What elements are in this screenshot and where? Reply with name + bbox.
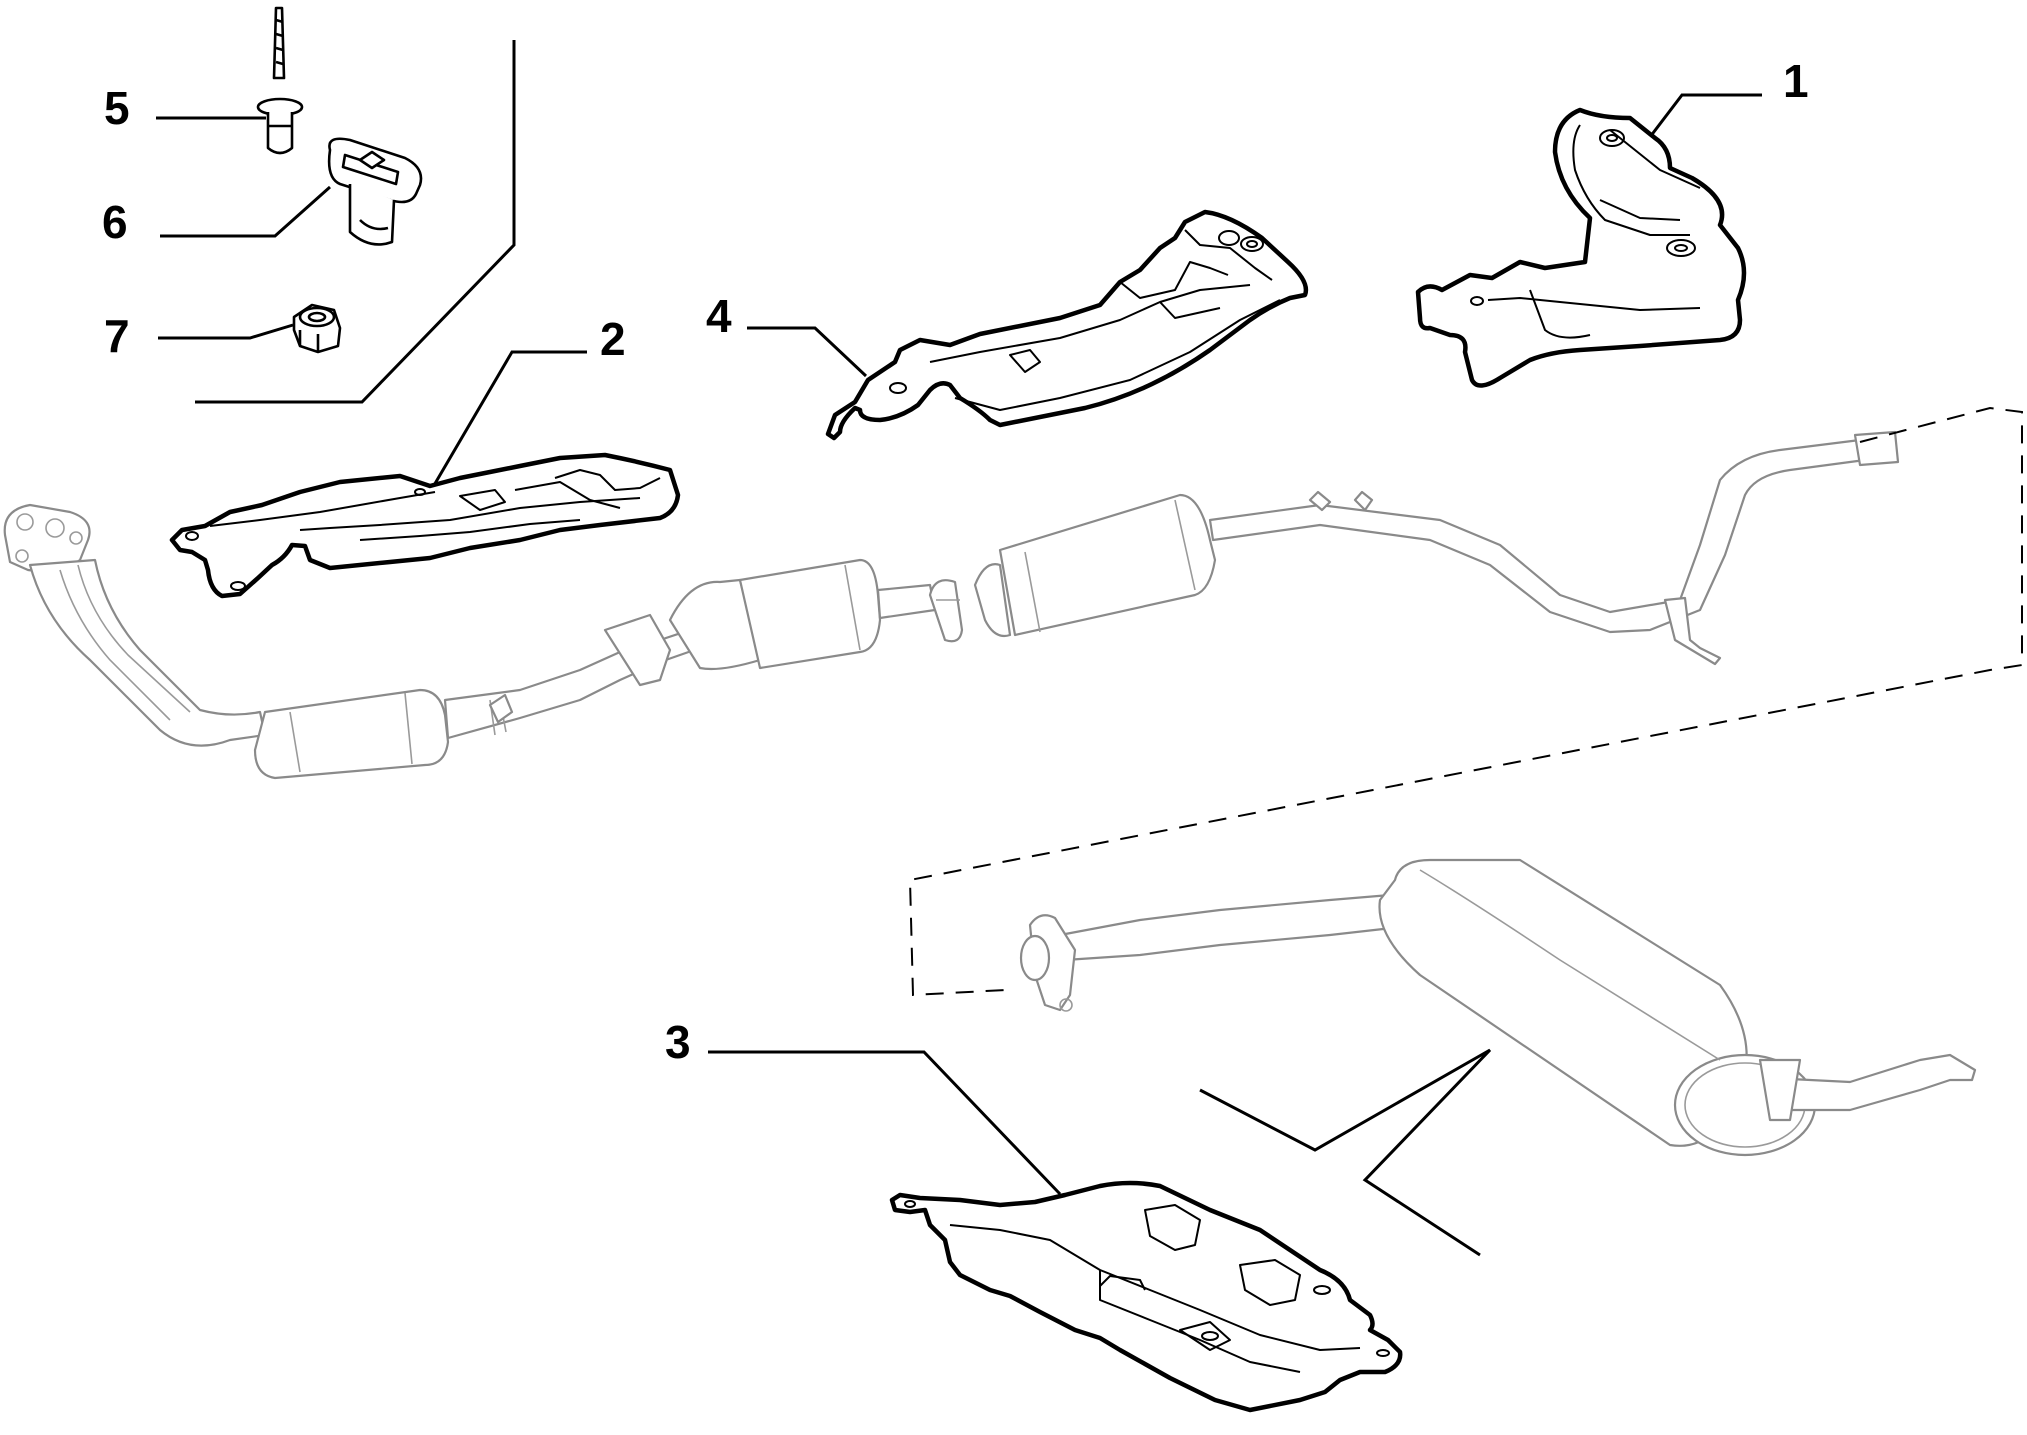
heat-shield-1-manifold	[1415, 107, 1747, 388]
heat-shield-3-rear	[889, 1180, 1403, 1413]
callout-label-7: 7	[104, 310, 130, 362]
leader-line-4	[747, 326, 868, 378]
callout-label-3: 3	[665, 1016, 691, 1068]
fastener-7-nut	[292, 303, 342, 354]
fastener-5-push-pin	[256, 6, 304, 155]
leader-line-2	[431, 350, 587, 488]
callout-label-4: 4	[706, 290, 732, 342]
callout-label-5: 5	[104, 82, 130, 134]
heat-shield-4-upper	[825, 209, 1309, 441]
callout-label-2: 2	[600, 313, 626, 365]
exhaust-front-system	[3, 430, 1900, 780]
leader-lines	[156, 93, 1762, 1196]
rear-silencer	[1019, 858, 1977, 1157]
callout-label-1: 1	[1783, 55, 1809, 107]
leader-line-1	[1648, 93, 1762, 138]
muffler-pointer	[1199, 1048, 1492, 1257]
leader-line-6	[160, 185, 331, 238]
connection-dashed-outline	[908, 406, 2023, 997]
heat-shield-2-front	[169, 452, 681, 599]
leader-line-3	[708, 1050, 1062, 1196]
fastener-6-grommet	[327, 137, 423, 246]
fastener-group-bracket	[195, 40, 516, 404]
leader-line-7	[158, 323, 294, 340]
callout-label-6: 6	[102, 196, 128, 248]
